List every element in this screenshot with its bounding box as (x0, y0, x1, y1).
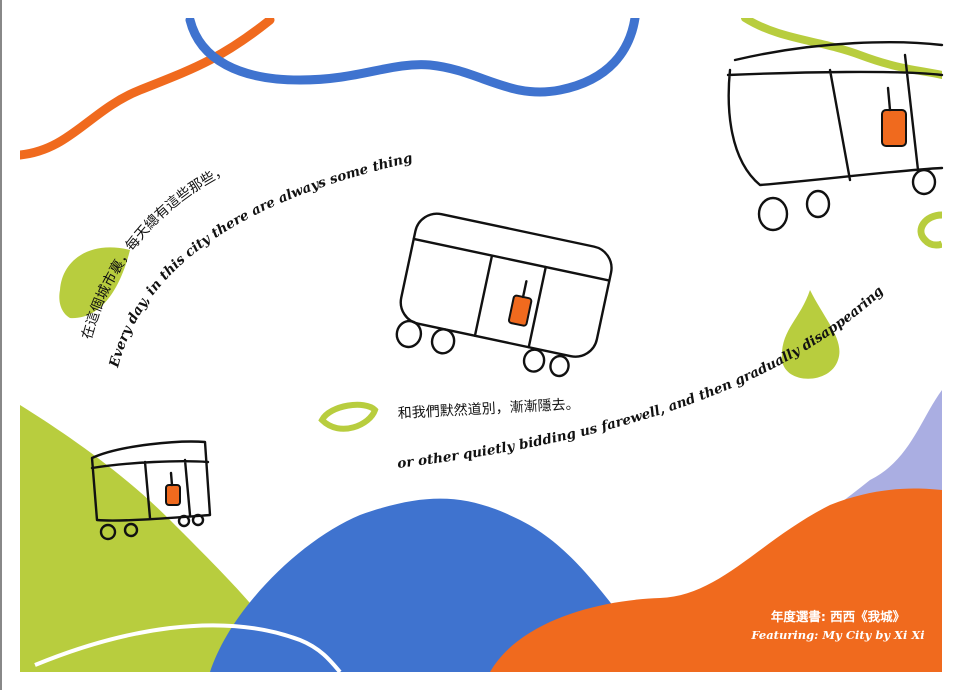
credit-zh: 年度選書: 西西《我城》 (771, 609, 905, 624)
credit-en: Featuring: My City by Xi Xi (750, 628, 924, 642)
orange-squiggle (20, 18, 275, 160)
bus-icon-middle (395, 212, 613, 378)
white-road (34, 623, 342, 672)
green-drop (781, 290, 840, 379)
green-hill (20, 405, 280, 672)
bus-icon-large (726, 41, 944, 232)
green-swirl (917, 211, 942, 249)
orange-hill (490, 488, 942, 672)
bus-icon-small (90, 440, 212, 541)
green-leaf (59, 247, 130, 319)
green-squiggle (741, 18, 942, 79)
page-edge (0, 0, 2, 690)
green-loop (318, 401, 379, 432)
blue-squiggle (185, 18, 640, 97)
